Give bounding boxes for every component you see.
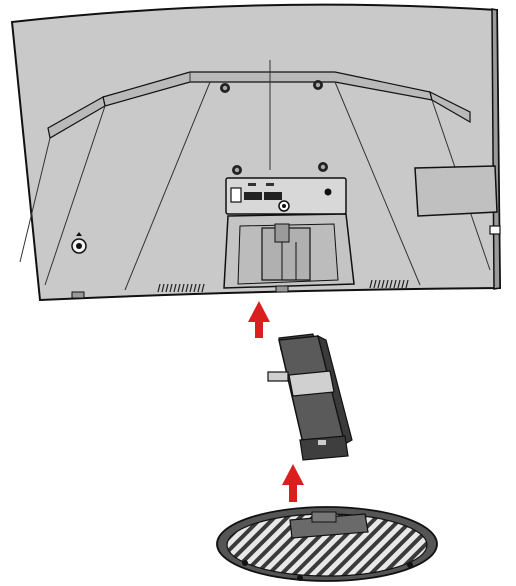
arm-bottom-connector [300, 436, 348, 460]
stand-mount-bracket [224, 214, 354, 288]
arm-release-clip [289, 371, 334, 396]
vesa-screw [220, 83, 230, 93]
stand-arm [268, 334, 352, 460]
base-foot [407, 562, 413, 568]
foot [276, 286, 288, 292]
vesa-screw [313, 80, 323, 90]
hdmi-port-icon [264, 192, 282, 200]
stand-base [217, 507, 437, 581]
foot [72, 292, 84, 298]
monitor-rear [12, 5, 500, 300]
monitor-edge [492, 9, 500, 289]
power-port-icon [231, 188, 241, 202]
base-foot [242, 560, 248, 566]
displayport-icon [244, 192, 262, 200]
arm-latch [268, 372, 288, 381]
arrow-up-1 [248, 301, 270, 338]
lock-slot-icon [490, 226, 500, 234]
base-foot [297, 575, 303, 581]
io-port-panel [226, 178, 346, 214]
audio-out-icon [325, 189, 332, 196]
vesa-screw [232, 165, 242, 175]
base-screw [312, 512, 336, 522]
label-plate [415, 166, 497, 216]
vesa-screw [318, 162, 328, 172]
arrow-up-2 [282, 464, 304, 502]
